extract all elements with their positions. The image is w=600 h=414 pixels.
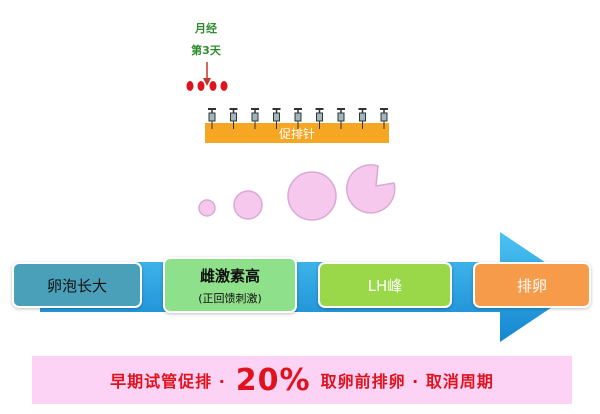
egg-dot	[186, 81, 194, 91]
injection-bar	[205, 123, 389, 143]
syringe-icon	[337, 108, 345, 129]
egg-dot	[197, 81, 205, 91]
syringe-icon	[208, 108, 216, 129]
menstrual-day-label: 月经 第3天	[176, 18, 236, 62]
banner-prefix: 早期试管促排 ·	[110, 372, 226, 391]
stage-lh-surge: LH峰	[318, 262, 452, 308]
label-line-2: 第3天	[191, 44, 221, 57]
egg-dot	[209, 81, 217, 91]
day-marker-arrowhead	[203, 78, 211, 86]
banner-suffix: 取卵前排卵 · 取消周期	[320, 372, 494, 391]
syringe-icon	[251, 108, 259, 129]
label-line-1: 月经	[195, 22, 217, 35]
stage-label: LH峰	[367, 276, 403, 295]
stage-follicle-growth: 卵泡长大	[12, 262, 142, 308]
warning-banner: 早期试管促排 · 20% 取卵前排卵 · 取消周期	[32, 356, 572, 404]
syringe-icon	[380, 108, 388, 129]
banner-highlight: 20%	[235, 362, 311, 398]
syringe-group	[208, 108, 388, 129]
follicle-medium	[233, 190, 263, 220]
follicle-small	[198, 199, 216, 217]
stage-label: 雌激素高	[199, 266, 260, 285]
syringe-icon	[272, 108, 281, 129]
timeline-arrow	[40, 232, 582, 342]
syringe-icon	[315, 108, 324, 129]
follicle-ruptured	[345, 164, 396, 214]
stage-estrogen-high: 雌激素高 (正回馈刺激)	[163, 257, 297, 313]
syringe-icon	[294, 108, 302, 129]
syringe-icon	[229, 108, 238, 129]
egg-dot	[220, 81, 228, 91]
follicle-large	[287, 171, 337, 221]
stage-label: 排卵	[516, 276, 547, 295]
injection-bar-label: 促排针	[279, 126, 315, 141]
stage-ovulation: 排卵	[473, 262, 591, 308]
syringe-icon	[358, 108, 367, 129]
stage-label: 卵泡长大	[46, 276, 107, 295]
stage-sublabel: (正回馈刺激)	[198, 291, 262, 305]
